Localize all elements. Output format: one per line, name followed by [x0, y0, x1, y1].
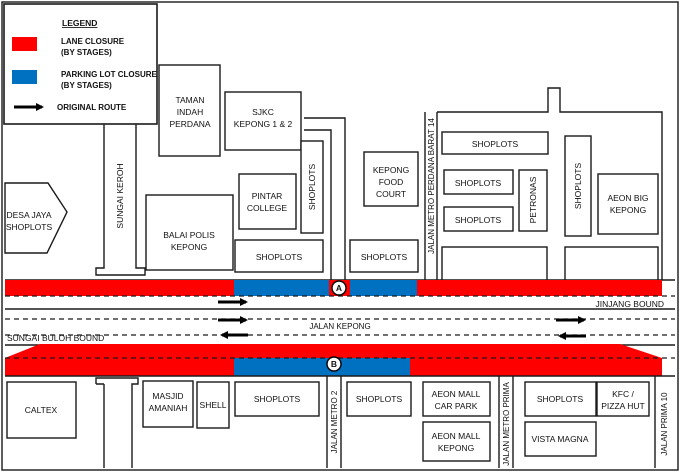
shoplots-south-2-label: SHOPLOTS: [356, 394, 403, 404]
shoplots-north-e: [443, 206, 514, 232]
marker-a: [331, 280, 347, 296]
shoplots-north-d-label: SHOPLOTS: [455, 178, 502, 188]
shoplots-south-1-label: SHOPLOTS: [254, 394, 301, 404]
marker-b-label: B: [331, 359, 337, 369]
jalan-metro-2-road: [326, 376, 342, 468]
shoplots-vertical-east-label: SHOPLOTS: [573, 163, 583, 210]
kfc-label-1: KFC /: [612, 389, 634, 399]
masjid-label-1: MASJID: [152, 391, 183, 401]
vista-magna-label: VISTA MAGNA: [532, 434, 589, 444]
pintar-label-2: COLLEGE: [247, 203, 287, 213]
shoplots-north-e-label: SHOPLOTS: [455, 215, 502, 225]
jalan-metro-prima-label: JALAN METRO PRIMA: [502, 382, 511, 466]
north-empty-lot-2: [564, 246, 659, 282]
legend-parking-label: PARKING LOT CLOSURE: [61, 70, 158, 79]
balai-polis-block: [145, 194, 234, 271]
legend-box: [3, 3, 158, 125]
shoplots-north-d: [443, 169, 514, 195]
balai-label-2: KEPONG: [171, 242, 207, 252]
marker-b: [326, 356, 342, 372]
desa-jaya-label-2: SHOPLOTS: [6, 222, 53, 232]
desa-jaya-label: DESA JAYA: [6, 210, 51, 220]
caltex-block: [6, 381, 77, 439]
legend-parking-label-2: (BY STAGES): [61, 81, 112, 90]
jinjang-bound-label: JINJANG BOUND: [596, 299, 664, 309]
shoplots-north-a: [234, 239, 324, 273]
aeon-big-kepong-block: [597, 173, 659, 235]
sjkc-label-1: SJKC: [252, 107, 274, 117]
petronas-block: [518, 169, 548, 232]
pintar-college-block: [238, 173, 297, 230]
jalan-metro-prima-road: [498, 376, 514, 468]
shoplots-vertical-north: [300, 140, 324, 234]
caltex-label: CALTEX: [25, 405, 58, 415]
fc-label-1: KEPONG: [373, 165, 409, 175]
legend-lane-label: LANE CLOSURE: [61, 37, 125, 46]
pintar-label-1: PINTAR: [252, 191, 283, 201]
vista-magna-block: [524, 421, 597, 457]
taman-label-2: INDAH: [177, 107, 203, 117]
shoplots-south-3: [524, 381, 597, 417]
fc-label-3: COURT: [376, 189, 406, 199]
sjkc-label-2: KEPONG 1 & 2: [234, 119, 293, 129]
legend-parking-swatch: [12, 70, 37, 84]
shell-label: SHELL: [200, 400, 227, 410]
carpark-label-1: AEON MALL: [432, 389, 481, 399]
masjid-label-2: AMANIAH: [149, 403, 188, 413]
balai-label-1: BALAI POLIS: [163, 230, 215, 240]
side-road-a: [304, 117, 346, 282]
legend-route-label: ORIGINAL ROUTE: [57, 103, 127, 112]
jalan-kepong-label: JALAN KEPONG: [309, 322, 370, 331]
taman-label-1: TAMAN: [175, 95, 204, 105]
kfc-label-2: PIZZA HUT: [601, 401, 644, 411]
kfc-pizza-hut-block: [596, 381, 650, 417]
parking-closure-south: [234, 358, 410, 376]
sungai-keroh-channel: [95, 124, 146, 276]
parking-closure-north-b: [350, 280, 417, 296]
kepong-food-court-block: [363, 151, 419, 207]
legend-lane-label-2: (BY STAGES): [61, 48, 112, 57]
masjid-amaniah-block: [142, 380, 194, 428]
shoplots-vertical-north-label: SHOPLOTS: [307, 164, 317, 211]
shoplots-vertical-east: [564, 135, 592, 237]
jalan-prima-10-label: JALAN PRIMA 10: [660, 392, 669, 456]
taman-indah-perdana-block: [158, 64, 221, 157]
shoplots-north-a-label: SHOPLOTS: [256, 252, 303, 262]
sjkc-kepong-block: [224, 91, 302, 151]
shoplots-south-3-label: SHOPLOTS: [537, 394, 584, 404]
legend-title: LEGEND: [62, 18, 97, 28]
shoplots-south-1: [234, 381, 320, 417]
jalan-metro-perdana-road: [424, 112, 438, 280]
aeon-mall-car-park-block: [422, 381, 491, 417]
jalan-metro-perdana-label: JALAN METRO PERDANA BARAT 14: [427, 118, 436, 254]
mall-label-2: KEPONG: [438, 443, 474, 453]
shoplots-north-c: [441, 131, 549, 155]
desa-jaya-block: [4, 182, 68, 254]
mall-label-1: AEON MALL: [432, 431, 481, 441]
parking-closure-north-a: [234, 280, 329, 296]
marker-a-label: A: [336, 283, 342, 293]
sungai-buloh-bound-label: SUNGAI BULOH BOUND: [7, 333, 104, 343]
sungai-keroh-channel-south: [95, 377, 139, 468]
jalan-metro-2-label: JALAN METRO 2: [330, 390, 339, 453]
shoplots-north-c-label: SHOPLOTS: [472, 139, 519, 149]
petronas-label: PETRONAS: [528, 176, 538, 223]
carpark-label-2: CAR PARK: [435, 401, 478, 411]
shell-block: [196, 381, 230, 429]
legend-lane-swatch: [12, 37, 37, 51]
north-empty-lot-1: [441, 246, 548, 282]
sungai-keroh-label: SUNGAI KEROH: [115, 163, 125, 228]
aeon-big-label-2: KEPONG: [610, 205, 646, 215]
north-east-road-edge: [437, 87, 663, 280]
legend: LEGEND LANE CLOSURE (BY STAGES) PARKING …: [3, 3, 158, 125]
fc-label-2: FOOD: [379, 177, 404, 187]
aeon-mall-kepong-block: [422, 421, 491, 462]
taman-label-3: PERDANA: [169, 119, 210, 129]
aeon-big-label-1: AEON BIG: [607, 193, 648, 203]
shoplots-south-2: [346, 381, 412, 417]
shoplots-north-b-label: SHOPLOTS: [361, 252, 408, 262]
shoplots-north-b: [349, 239, 419, 273]
